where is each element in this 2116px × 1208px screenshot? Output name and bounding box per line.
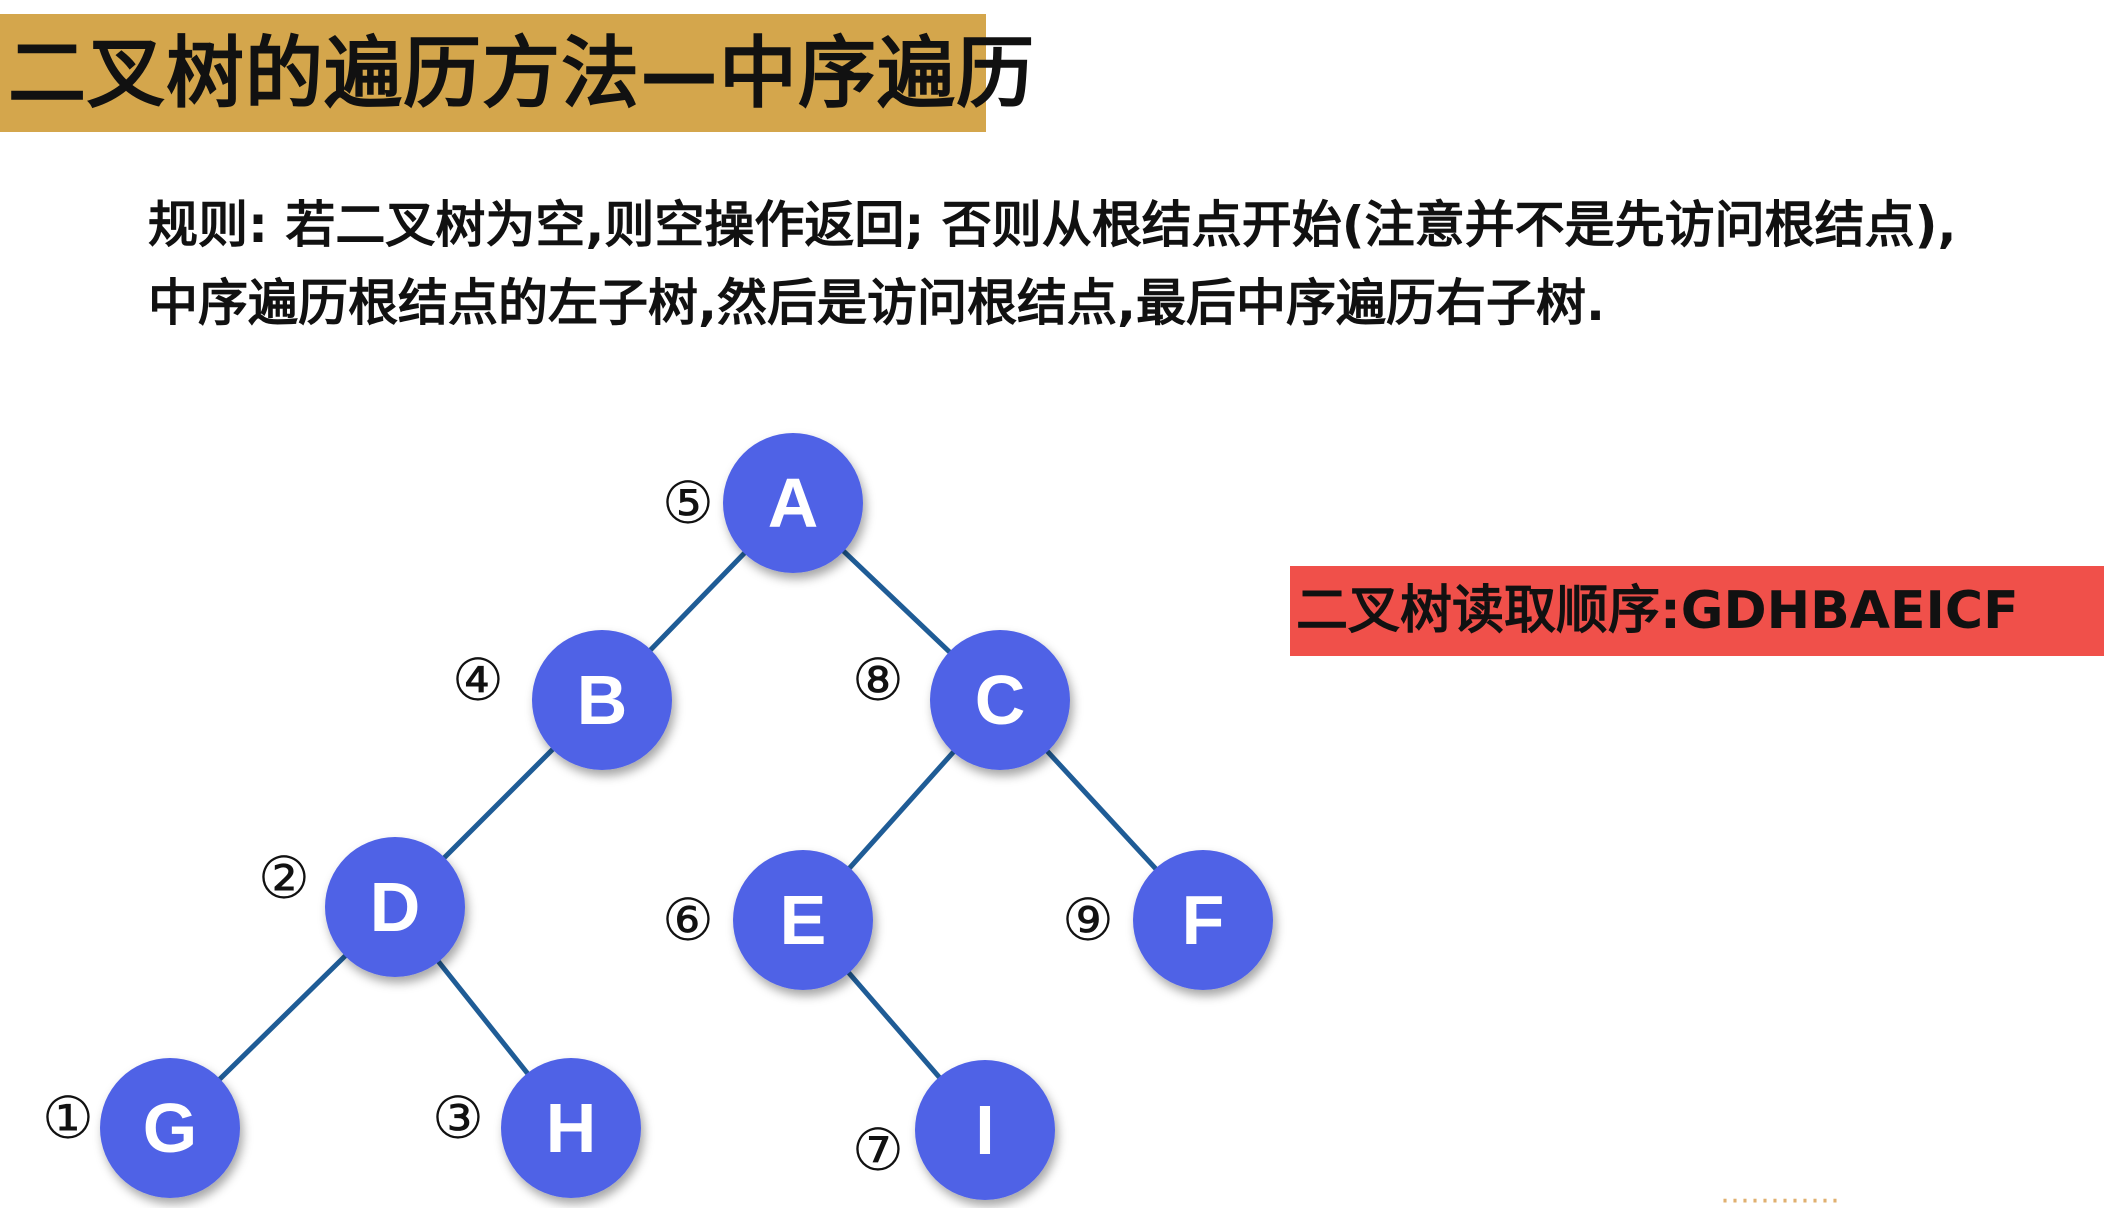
visit-order-marker: ④ [452,646,504,714]
tree-node-a: A⑤ [662,433,863,573]
tree-node-circle [100,1058,240,1198]
visit-order-marker: ③ [432,1084,484,1152]
tree-node-label: I [975,1091,994,1169]
tree-node-label: A [768,464,819,542]
visit-order-marker: ⑧ [852,646,904,714]
tree-node-label: B [577,661,628,739]
tree-node-circle [325,837,465,977]
read-order-banner: 二叉树读取顺序:GDHBAEICF [1290,566,2104,656]
rule-text: 规则: 若二叉树为空,则空操作返回; 否则从根结点开始(注意并不是先访问根结点)… [148,186,2088,342]
visit-order-marker: ① [42,1084,94,1152]
tree-node-b: B④ [452,630,672,770]
tree-node-d: D② [258,837,465,977]
tree-node-circle [723,433,863,573]
page-title: 二叉树的遍历方法—中序遍历 [8,29,1036,119]
tree-node-label: F [1182,881,1225,959]
tree-node-circle [733,850,873,990]
tree-node-circle [532,630,672,770]
watermark-text: ⋯⋯⋯⋯ [1720,1196,2000,1208]
watermark-fragment: ⋯⋯⋯⋯ [1720,1196,2000,1208]
tree-node-c: C⑧ [852,630,1070,770]
rule-line-2: 中序遍历根结点的左子树,然后是访问根结点,最后中序遍历右子树. [148,274,1605,332]
tree-node-f: F⑨ [1062,850,1273,990]
visit-order-marker: ⑨ [1062,886,1114,954]
tree-node-label: E [780,881,827,959]
tree-node-g: G① [42,1058,240,1198]
visit-order-marker: ⑦ [852,1116,904,1184]
rule-line-1: 规则: 若二叉树为空,则空操作返回; 否则从根结点开始(注意并不是先访问根结点)… [148,196,1957,254]
tree-node-label: D [370,868,421,946]
tree-node-h: H③ [432,1058,641,1198]
tree-node-circle [915,1060,1055,1200]
visit-order-marker: ② [258,844,310,912]
tree-edges [168,501,1205,1132]
tree-node-circle [501,1058,641,1198]
visit-order-marker: ⑤ [662,469,714,537]
tree-node-i: I⑦ [852,1060,1055,1200]
tree-node-e: E⑥ [662,850,873,990]
read-order-label: 二叉树读取顺序:GDHBAEICF [1296,581,2019,641]
tree-node-label: C [975,661,1026,739]
tree-node-label: H [546,1089,597,1167]
visit-order-marker: ⑥ [662,886,714,954]
tree-node-circle [930,630,1070,770]
title-banner: 二叉树的遍历方法—中序遍历 [0,14,1034,132]
tree-node-circle [1133,850,1273,990]
tree-node-label: G [143,1089,197,1167]
